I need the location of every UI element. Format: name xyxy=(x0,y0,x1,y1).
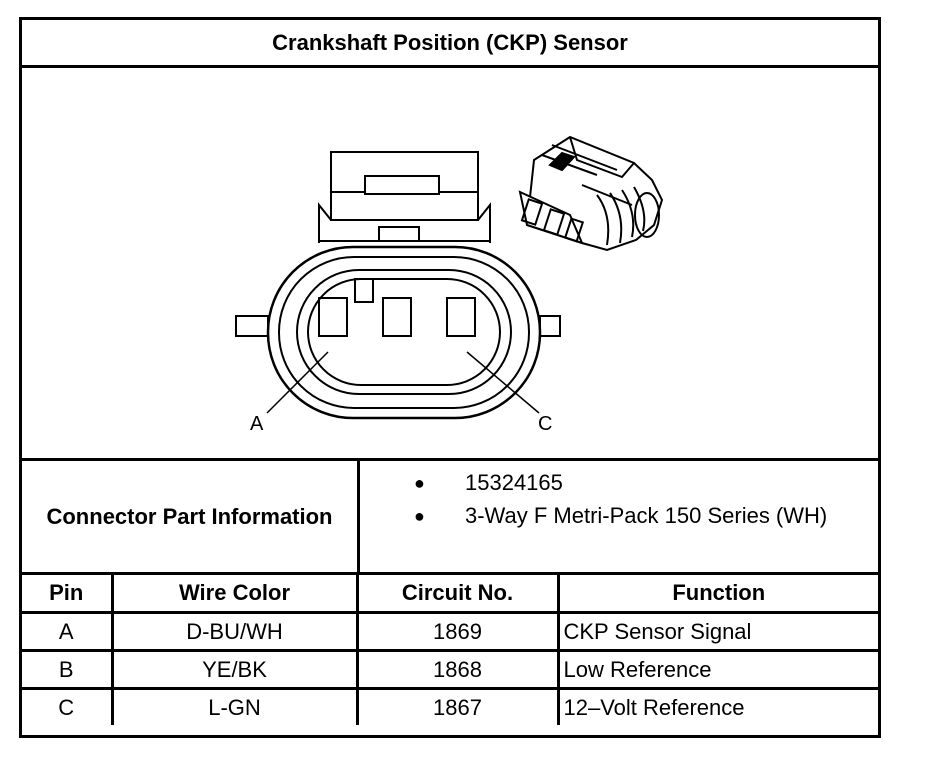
column-header-wire-color: Wire Color xyxy=(110,575,359,614)
list-item: ● 3-Way F Metri-Pack 150 Series (WH) xyxy=(414,503,827,529)
wire-color-cell: L-GN xyxy=(110,687,359,725)
function-cell: Low Reference xyxy=(556,649,878,690)
column-header-circuit: Circuit No. xyxy=(355,575,560,614)
column-header-function: Function xyxy=(556,575,878,614)
circuit-cell: 1867 xyxy=(355,687,560,725)
pinout-table: Pin Wire Color Circuit No. Function A D-… xyxy=(22,575,878,725)
connector-latch-housing xyxy=(330,151,479,221)
circuit-cell: 1868 xyxy=(355,649,560,690)
connector-sheet: Crankshaft Position (CKP) Sensor xyxy=(19,17,881,738)
page-title: Crankshaft Position (CKP) Sensor xyxy=(22,20,878,68)
table-row: C L-GN 1867 12–Volt Reference xyxy=(22,687,878,725)
connector-info-row: Connector Part Information ● 15324165 ● … xyxy=(22,458,878,575)
pin-c-label: C xyxy=(538,413,552,435)
connector-info-label: Connector Part Information xyxy=(22,461,360,572)
pin-cavity-c xyxy=(446,297,476,337)
connector-info-list: ● 15324165 ● 3-Way F Metri-Pack 150 Seri… xyxy=(360,461,878,572)
pin-cavity-a xyxy=(318,297,348,337)
table-row: A D-BU/WH 1869 CKP Sensor Signal xyxy=(22,611,878,652)
wire-color-cell: YE/BK xyxy=(110,649,359,690)
pin-a-label: A xyxy=(250,413,264,435)
wire-color-cell: D-BU/WH xyxy=(110,611,359,652)
pin-cell: C xyxy=(22,687,114,725)
list-item: ● 15324165 xyxy=(414,470,563,496)
part-number: 15324165 xyxy=(465,470,563,495)
table-row: B YE/BK 1868 Low Reference xyxy=(22,649,878,690)
pin-cell: A xyxy=(22,611,114,652)
bullet-icon: ● xyxy=(414,505,425,526)
bullet-icon: ● xyxy=(414,472,425,493)
connector-face-diagram: A C xyxy=(235,135,664,435)
function-cell: 12–Volt Reference xyxy=(556,687,878,725)
pin-cell: B xyxy=(22,649,114,690)
circuit-cell: 1869 xyxy=(355,611,560,652)
pin-cavity-b xyxy=(382,297,412,337)
connector-figure: A C xyxy=(22,65,878,458)
function-cell: CKP Sensor Signal xyxy=(556,611,878,652)
table-header-row: Pin Wire Color Circuit No. Function xyxy=(22,575,878,614)
connector-series: 3-Way F Metri-Pack 150 Series (WH) xyxy=(465,503,828,528)
column-header-pin: Pin xyxy=(22,575,114,614)
connector-perspective-icon xyxy=(518,135,664,252)
